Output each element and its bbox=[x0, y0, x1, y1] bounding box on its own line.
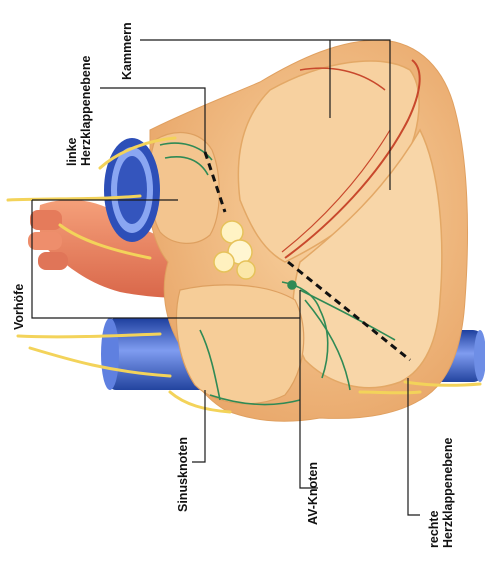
label-kammern: Kammern bbox=[120, 22, 134, 80]
label-linke-herzklappenebene: linke Herzklappenebene bbox=[65, 56, 94, 166]
label-av-knoten: AV-Knoten bbox=[306, 462, 320, 525]
right-atrium bbox=[176, 285, 303, 404]
label-rechte-herzklappenebene: rechte Herzklappenebene bbox=[427, 438, 456, 548]
label-rechte-line2: Herzklappenebene bbox=[441, 438, 455, 548]
label-vorhoefe: Vorhöfe bbox=[12, 284, 26, 330]
label-sinusknoten: Sinusknoten bbox=[176, 437, 190, 512]
pointer-sinusknoten bbox=[192, 390, 205, 462]
label-linke-line2: Herzklappenebene bbox=[79, 56, 93, 166]
label-linke-line1: linke bbox=[65, 56, 79, 166]
label-rechte-line1: rechte bbox=[427, 438, 441, 548]
upper-blue-vessel bbox=[104, 138, 160, 242]
